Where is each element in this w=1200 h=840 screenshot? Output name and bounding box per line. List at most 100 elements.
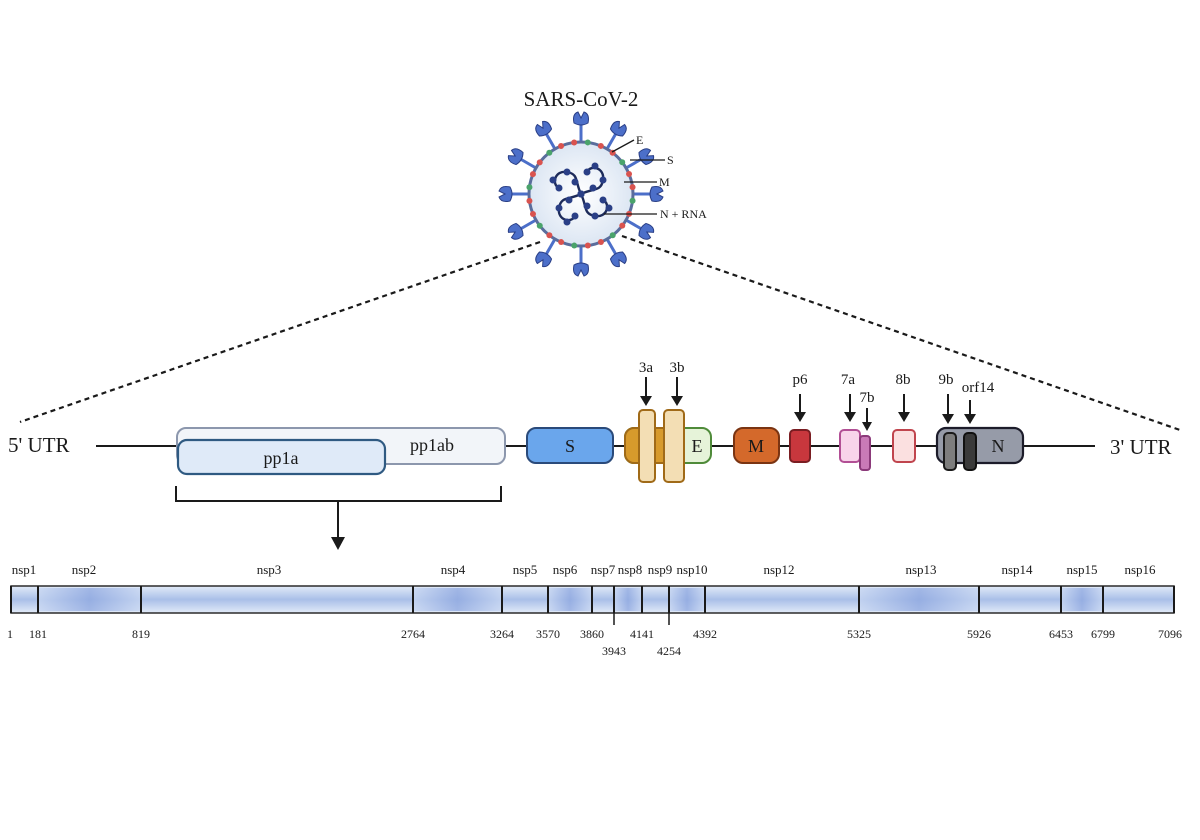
spike-head bbox=[649, 186, 664, 202]
nsp-position: 5926 bbox=[967, 627, 991, 641]
nsp-position: 4392 bbox=[693, 627, 717, 641]
envelope-protein bbox=[619, 222, 626, 229]
nsp-position: 181 bbox=[29, 627, 47, 641]
nsp-label: nsp13 bbox=[905, 562, 936, 577]
nsp-segment-shade bbox=[1061, 588, 1103, 611]
zoom-line-right bbox=[621, 234, 1181, 432]
virion-illustration bbox=[498, 111, 664, 277]
orf14-box bbox=[963, 432, 977, 471]
e-gene-label: E bbox=[692, 436, 703, 456]
nsp-position: 4141 bbox=[630, 627, 654, 641]
arrow-8b-head bbox=[898, 412, 910, 422]
spike-stalk bbox=[605, 238, 618, 256]
label-orf14: orf14 bbox=[962, 380, 995, 396]
spike-head bbox=[498, 186, 513, 202]
nsp-label: nsp10 bbox=[676, 562, 707, 577]
nsp-bar bbox=[10, 585, 1175, 625]
nsp-segment-shade bbox=[413, 588, 502, 611]
accessory-markers: 3a 3b p6 7a 7b 8b 9b orf14 bbox=[639, 360, 995, 431]
envelope-protein bbox=[529, 210, 536, 217]
pp1a-box bbox=[176, 438, 387, 476]
orf9b-box bbox=[943, 432, 957, 471]
spike-stalk bbox=[544, 238, 557, 256]
nsp-position: 4254 bbox=[657, 644, 681, 658]
label-9b: 9b bbox=[939, 372, 954, 388]
label-p6: p6 bbox=[793, 372, 809, 388]
s-gene-box bbox=[526, 427, 614, 464]
expansion-arrow-head bbox=[331, 537, 345, 550]
nsp-segment-shade bbox=[38, 588, 141, 611]
nsp-label: nsp15 bbox=[1066, 562, 1097, 577]
utr5-label: 5' UTR bbox=[8, 433, 70, 457]
orf1ab-bracket bbox=[175, 486, 502, 502]
arrow-3b-head bbox=[671, 396, 683, 406]
p6-box bbox=[789, 429, 811, 463]
envelope-proteins bbox=[526, 139, 636, 249]
label-3a: 3a bbox=[639, 360, 654, 376]
envelope-protein bbox=[626, 171, 633, 178]
nsp-position: 3264 bbox=[490, 627, 514, 641]
envelope-protein bbox=[536, 159, 543, 166]
label-3b: 3b bbox=[670, 360, 685, 376]
label-e-protein: E bbox=[636, 133, 643, 147]
rna-coil-segment bbox=[549, 168, 585, 198]
nsp-position: 7096 bbox=[1158, 627, 1182, 641]
nsp-position: 3943 bbox=[602, 644, 626, 658]
zoom-line-left bbox=[19, 240, 541, 424]
label-n-rna: N + RNA bbox=[660, 207, 707, 221]
orf7a-box bbox=[839, 429, 861, 463]
spike-head bbox=[573, 111, 589, 126]
envelope-protein bbox=[597, 239, 604, 246]
envelope-protein bbox=[558, 142, 565, 149]
envelope-protein bbox=[629, 184, 636, 191]
nsp-label: nsp16 bbox=[1124, 562, 1156, 577]
spike-head bbox=[507, 222, 524, 240]
spike-head bbox=[638, 148, 655, 166]
rna-coil-segment bbox=[577, 162, 607, 198]
arrow-p6-head bbox=[794, 412, 806, 422]
envelope-protein bbox=[609, 232, 616, 239]
virion-callouts: E S M N + RNA bbox=[604, 133, 707, 221]
envelope-protein bbox=[571, 139, 578, 146]
nsp-segment-shade bbox=[548, 588, 592, 611]
envelope-protein bbox=[526, 184, 533, 191]
orf3b-box bbox=[663, 409, 685, 483]
nsp-label: nsp6 bbox=[553, 562, 578, 577]
nsp-position: 1 bbox=[7, 627, 13, 641]
orf1ab-region: pp1ab pp1a bbox=[176, 427, 506, 476]
label-7a: 7a bbox=[841, 372, 856, 388]
arrow-9b-head bbox=[942, 414, 954, 424]
nsp-label: nsp7 bbox=[591, 562, 616, 577]
spike-head bbox=[507, 148, 524, 166]
label-s-protein: S bbox=[667, 153, 674, 167]
nsp-position: 2764 bbox=[401, 627, 425, 641]
spike-head bbox=[609, 120, 627, 137]
diagram-title: SARS-CoV-2 bbox=[524, 87, 639, 111]
nsp-segment-shade bbox=[669, 588, 705, 611]
arrow-3a-head bbox=[640, 396, 652, 406]
nsp-label: nsp14 bbox=[1001, 562, 1033, 577]
arrow-orf14-head bbox=[964, 414, 976, 424]
envelope-protein bbox=[571, 242, 578, 249]
m-gene-label: M bbox=[748, 436, 764, 456]
label-7b: 7b bbox=[860, 390, 875, 406]
envelope-protein bbox=[629, 197, 636, 204]
m-gene-box bbox=[733, 427, 780, 464]
arrow-7b-head bbox=[862, 422, 872, 431]
envelope-protein bbox=[546, 232, 553, 239]
nsp-segment-shade bbox=[614, 588, 642, 611]
nsp-position: 6799 bbox=[1091, 627, 1115, 641]
orf8b-box bbox=[892, 429, 916, 463]
nsp-label: nsp9 bbox=[648, 562, 673, 577]
envelope-protein bbox=[526, 197, 533, 204]
spike-stalk bbox=[605, 132, 618, 150]
spike-stalk bbox=[544, 132, 557, 150]
spike-stalk bbox=[519, 218, 537, 231]
spike-head bbox=[535, 251, 553, 268]
pp1ab-label: pp1ab bbox=[410, 435, 454, 455]
nsp-position: 3860 bbox=[580, 627, 604, 641]
spike-proteins bbox=[498, 111, 664, 277]
